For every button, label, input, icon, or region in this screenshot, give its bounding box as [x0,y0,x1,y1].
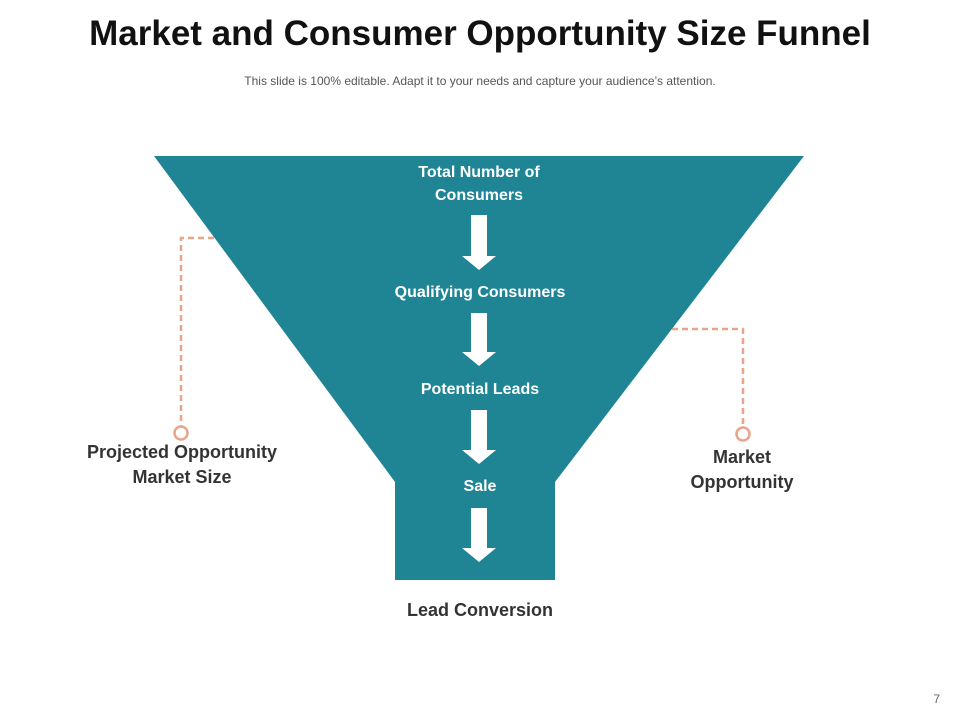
arrow-down-icon [462,410,496,464]
left-connector-dot [173,425,189,441]
lead-conversion-label: Lead Conversion [406,600,554,620]
page-number: 7 [933,692,940,706]
slide-title: Market and Consumer Opportunity Size Fun… [89,14,871,53]
stage-total-consumers: Total Number of Consumers [418,164,540,204]
right-connector-dot [735,426,751,442]
slide-subtitle: This slide is 100% editable. Adapt it to… [244,74,716,88]
funnel-shape [154,156,804,580]
arrow-down-icon [462,313,496,366]
arrow-down-icon [462,508,496,562]
stage-potential-leads: Potential Leads [420,381,540,398]
left-connector-line [179,236,214,426]
stage-sale: Sale [463,478,497,495]
arrow-down-icon [462,215,496,270]
right-connector-line [672,327,745,427]
stage-qualifying-consumers: Qualifying Consumers [394,284,566,301]
left-callout-label: Projected Opportunity Market Size [86,442,277,487]
right-callout-label: Market Opportunity [690,447,794,492]
